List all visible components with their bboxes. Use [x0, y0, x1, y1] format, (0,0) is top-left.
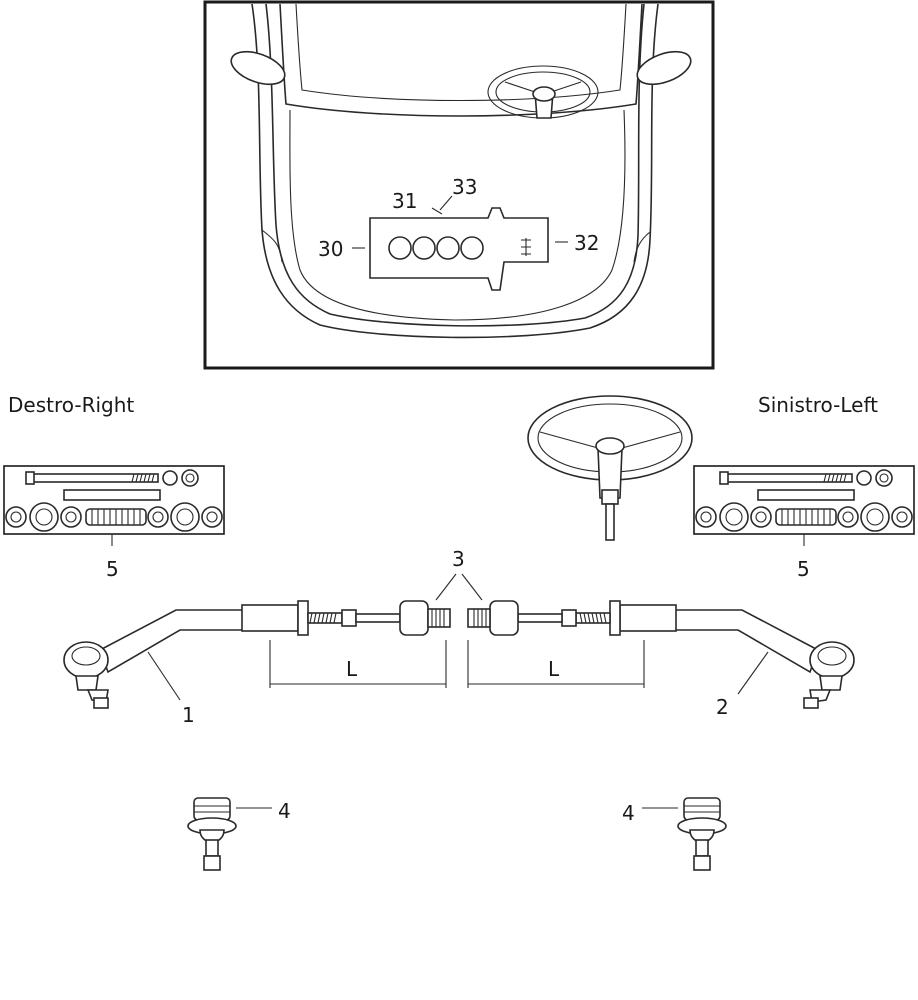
- dimension-right: L: [467, 640, 645, 688]
- ball-joint-left: 4: [187, 797, 291, 871]
- callout-2: 2: [716, 695, 729, 719]
- dimension-left: L: [269, 640, 447, 688]
- ball-joint-right: 4: [622, 797, 727, 871]
- dimension-label-left: L: [346, 657, 358, 681]
- hardware-kit-left: 5: [3, 465, 225, 581]
- callout-31: 31: [392, 189, 417, 213]
- callout-30: 30: [318, 237, 343, 261]
- inset-frame: [203, 0, 715, 370]
- callout-5-left: 5: [106, 557, 119, 581]
- callout-32: 32: [574, 231, 599, 255]
- steering-wheel: [527, 395, 693, 541]
- callout-3: 3: [452, 547, 465, 571]
- side-label-right: Destro-Right: [8, 393, 134, 417]
- car-top-view-inset: 30 31 33 32: [203, 0, 715, 370]
- callout-33: 33: [452, 175, 477, 199]
- side-label-left: Sinistro-Left: [758, 393, 878, 417]
- callout-5-right: 5: [797, 557, 810, 581]
- callout-1: 1: [182, 703, 195, 727]
- callout-4-right: 4: [622, 801, 635, 825]
- steering-box: [369, 207, 549, 291]
- callout-4-left: 4: [278, 799, 291, 823]
- dimension-label-right: L: [548, 657, 560, 681]
- tie-rod-left: [63, 600, 451, 709]
- tie-rod-right: [467, 600, 855, 709]
- hardware-kit-right: 5: [693, 465, 915, 581]
